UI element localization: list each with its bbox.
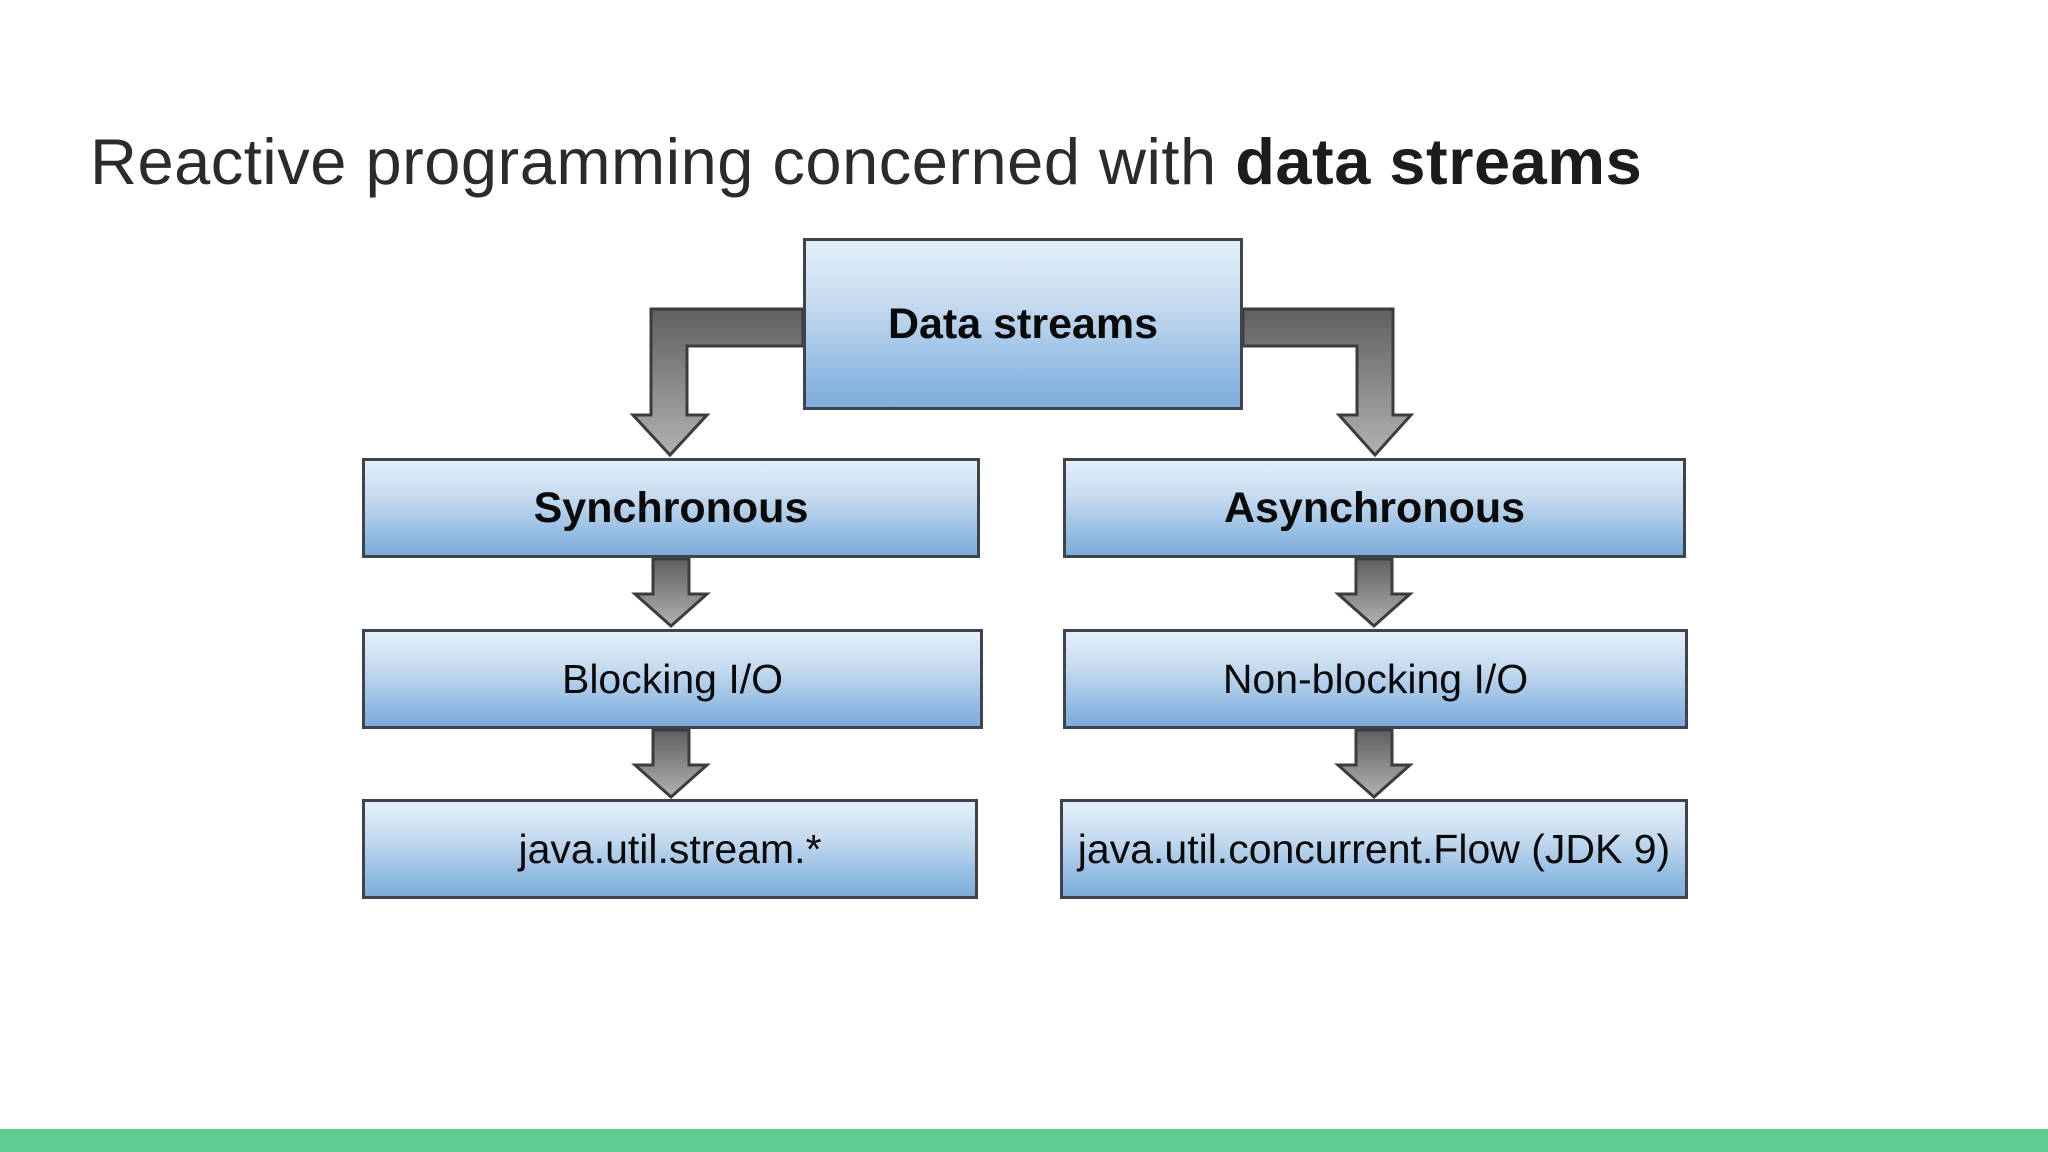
- arrow-nonblocking-to-flow-icon: [1334, 728, 1414, 800]
- node-java-util-stream-label: java.util.stream.*: [518, 825, 822, 872]
- arrow-root-to-asynchronous-icon: [1241, 307, 1415, 458]
- node-blocking-io: Blocking I/O: [362, 629, 983, 729]
- footer-accent-bar: [0, 1129, 2048, 1152]
- node-synchronous-label: Synchronous: [533, 483, 809, 532]
- arrow-synchronous-to-blocking-icon: [631, 557, 711, 629]
- arrow-blocking-to-stream-icon: [631, 728, 711, 800]
- node-synchronous: Synchronous: [362, 458, 980, 558]
- node-asynchronous-label: Asynchronous: [1223, 483, 1526, 532]
- slide-title-bold-text: data streams: [1235, 125, 1643, 198]
- slide-title: Reactive programming concerned with data…: [90, 125, 1643, 199]
- node-java-util-stream: java.util.stream.*: [362, 799, 978, 899]
- node-java-util-concurrent-flow-label: java.util.concurrent.Flow (JDK 9): [1077, 825, 1671, 872]
- node-asynchronous: Asynchronous: [1063, 458, 1686, 558]
- arrow-asynchronous-to-nonblocking-icon: [1334, 557, 1414, 629]
- node-non-blocking-io: Non-blocking I/O: [1063, 629, 1688, 729]
- arrow-root-to-synchronous-icon: [629, 307, 805, 458]
- node-blocking-io-label: Blocking I/O: [561, 655, 784, 702]
- node-java-util-concurrent-flow: java.util.concurrent.Flow (JDK 9): [1060, 799, 1688, 899]
- slide-title-regular-text: Reactive programming concerned with: [90, 125, 1236, 198]
- node-data-streams-label: Data streams: [887, 299, 1159, 348]
- node-non-blocking-io-label: Non-blocking I/O: [1222, 655, 1529, 702]
- node-data-streams: Data streams: [803, 238, 1243, 410]
